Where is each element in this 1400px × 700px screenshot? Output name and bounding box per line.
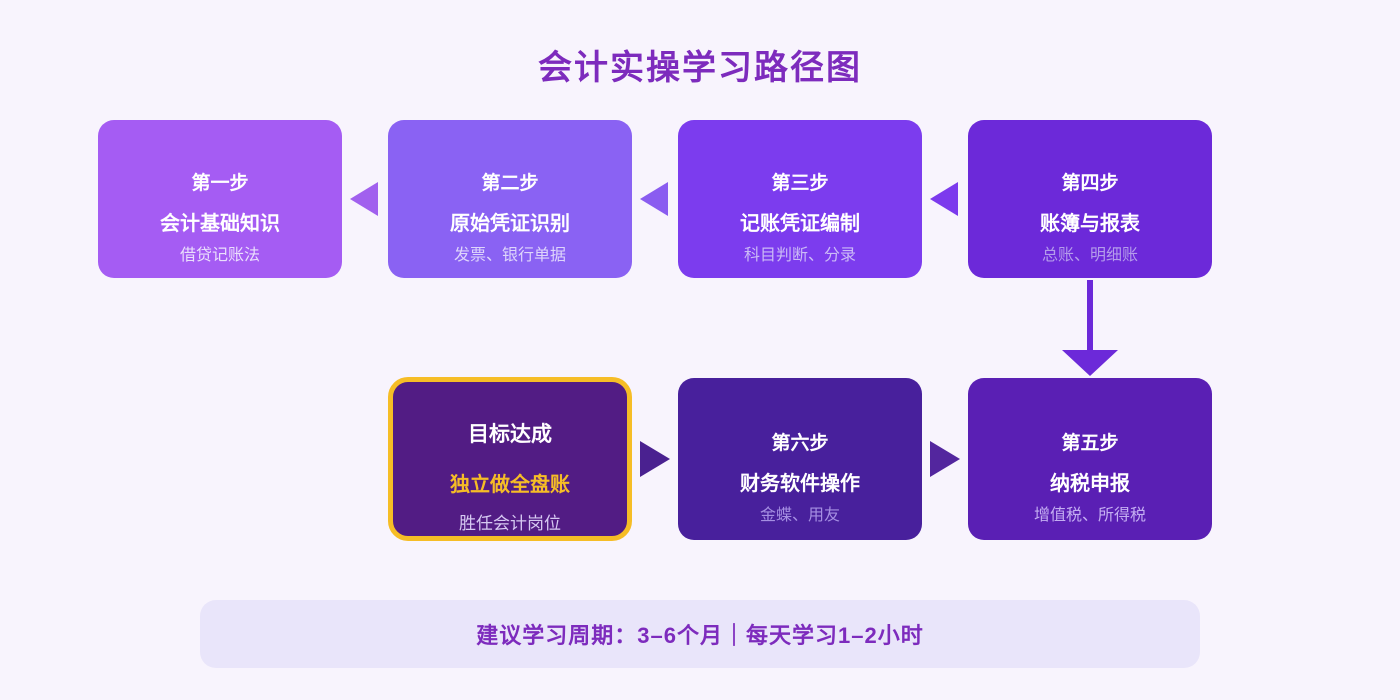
step1-label: 第一步	[191, 173, 249, 194]
arrow-right-icon	[930, 441, 960, 477]
step5-card: 第五步 纳税申报 增值税、所得税	[968, 378, 1212, 540]
step2-label: 第二步	[481, 173, 539, 194]
goal-card: 目标达成 独立做全盘账 胜任会计岗位	[388, 377, 632, 541]
step1-topic: 会计基础知识	[160, 213, 280, 235]
step4-label: 第四步	[1061, 173, 1119, 194]
step6-card: 第六步 财务软件操作 金蝶、用友	[678, 378, 922, 540]
step6-label: 第六步	[771, 433, 829, 454]
step1-card: 第一步 会计基础知识 借贷记账法	[98, 120, 342, 278]
step6-topic: 财务软件操作	[740, 473, 860, 495]
goal-label: 目标达成	[468, 423, 552, 446]
arrow-down-icon	[1062, 350, 1118, 376]
arrow-down-stem	[1087, 280, 1093, 352]
step4-topic: 账簿与报表	[1040, 213, 1140, 235]
step3-card: 第三步 记账凭证编制 科目判断、分录	[678, 120, 922, 278]
study-schedule-banner: 建议学习周期：3–6个月｜每天学习1–2小时	[200, 600, 1200, 668]
step6-detail: 金蝶、用友	[759, 507, 840, 524]
step5-label: 第五步	[1061, 433, 1119, 454]
step4-detail: 总账、明细账	[1041, 247, 1138, 264]
page-title: 会计实操学习路径图	[538, 49, 862, 87]
step3-detail: 科目判断、分录	[743, 247, 856, 264]
step2-topic: 原始凭证识别	[450, 213, 570, 235]
arrow-right-icon	[640, 441, 670, 477]
step2-card: 第二步 原始凭证识别 发票、银行单据	[388, 120, 632, 278]
step3-topic: 记账凭证编制	[740, 213, 860, 235]
step5-detail: 增值税、所得税	[1033, 507, 1146, 524]
step2-detail: 发票、银行单据	[453, 247, 566, 264]
step3-label: 第三步	[771, 173, 829, 194]
step1-detail: 借贷记账法	[179, 247, 260, 264]
step5-topic: 纳税申报	[1050, 473, 1130, 495]
goal-detail: 胜任会计岗位	[459, 514, 561, 533]
arrow-left-icon	[930, 182, 958, 216]
step4-card: 第四步 账簿与报表 总账、明细账	[968, 120, 1212, 278]
goal-topic: 独立做全盘账	[450, 474, 570, 496]
arrow-left-icon	[350, 182, 378, 216]
arrow-left-icon	[640, 182, 668, 216]
